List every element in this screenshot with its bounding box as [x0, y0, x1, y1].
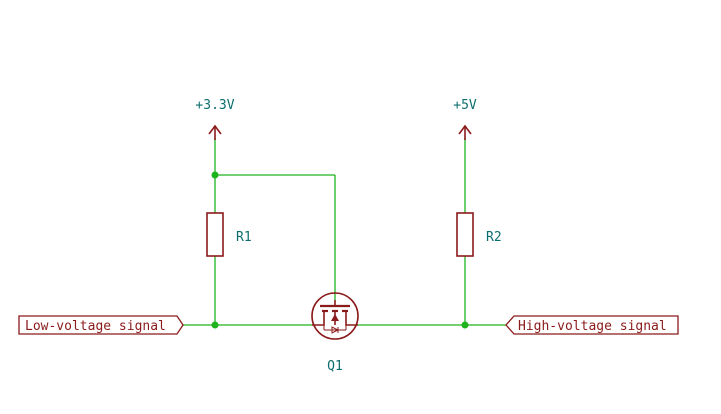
port-label-high: High-voltage signal	[518, 319, 667, 334]
ref-label-r2: R2	[486, 230, 502, 245]
junction-dot	[461, 321, 469, 329]
junction-dot	[211, 171, 219, 179]
net-label-5v: +5V	[453, 98, 477, 113]
port-low-voltage-signal[interactable]: Low-voltage signal	[18, 315, 184, 335]
resistor-r1[interactable]	[206, 212, 224, 257]
wires	[183, 138, 506, 326]
port-high-voltage-signal[interactable]: High-voltage signal	[505, 315, 679, 335]
mosfet-q1[interactable]	[311, 292, 359, 340]
ref-label-r1: R1	[236, 230, 252, 245]
resistor-r2[interactable]	[456, 212, 474, 257]
power-symbol-5v[interactable]	[458, 124, 472, 140]
ref-label-q1: Q1	[327, 359, 343, 374]
junction-dot	[211, 321, 219, 329]
port-label-low: Low-voltage signal	[25, 319, 166, 334]
power-symbol-3v3[interactable]	[208, 124, 222, 140]
net-label-3v3: +3.3V	[195, 98, 234, 113]
